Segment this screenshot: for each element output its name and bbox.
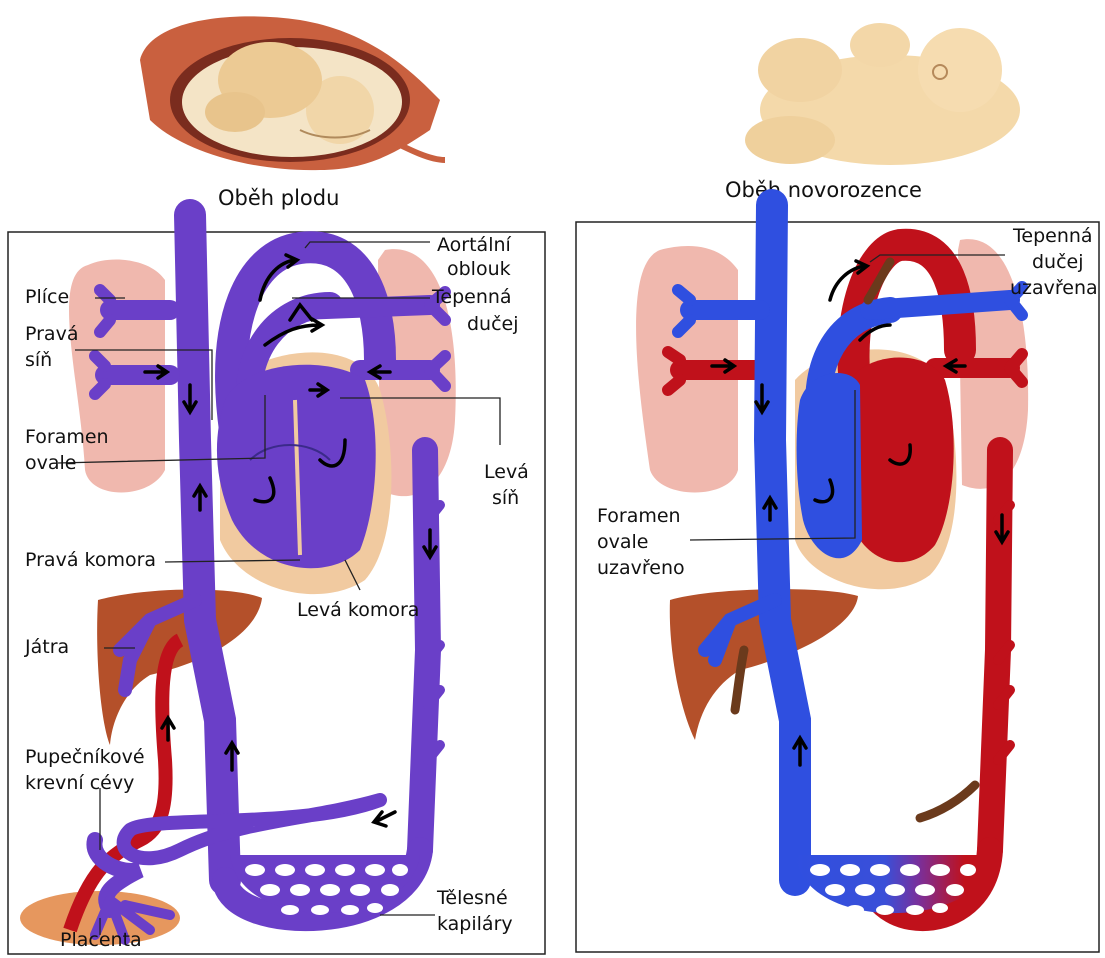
newborn-baby-illustration — [745, 23, 1020, 165]
pregnant-womb-illustration — [140, 16, 445, 170]
label-nb-foramen-1: Foramen — [597, 505, 681, 527]
label-left-atrium-1: Levá — [484, 461, 529, 483]
label-ductus-2: dučej — [467, 313, 519, 335]
label-aortic-arch-2: oblouk — [447, 258, 511, 280]
label-foramen-1: Foramen — [25, 426, 109, 448]
label-umbilical-1: Pupečníkové — [25, 746, 145, 768]
label-right-ventricle: Pravá komora — [25, 549, 156, 571]
label-nb-foramen-2: ovale — [597, 531, 648, 553]
fetal-circulation-title: Oběh plodu — [218, 186, 339, 210]
label-nb-ductus-1: Tepenná — [1012, 225, 1093, 247]
label-ductus-1: Tepenná — [431, 286, 512, 308]
label-right-atrium-2: síň — [25, 349, 52, 371]
label-nb-ductus-3: uzavřena — [1010, 277, 1098, 299]
label-umbilical-2: krevní cévy — [25, 772, 134, 794]
fetal-diagram: Aortální oblouk Tepenná dučej Plíce Prav… — [20, 215, 529, 951]
label-capillaries-1: Tělesné — [436, 887, 508, 909]
newborn-diagram: Tepenná dučej uzavřena Foramen ovale uza… — [597, 205, 1098, 918]
label-capillaries-2: kapiláry — [437, 913, 513, 935]
label-liver: Játra — [24, 636, 69, 658]
label-lungs: Plíce — [25, 286, 69, 308]
label-nb-foramen-3: uzavřeno — [597, 557, 685, 579]
label-left-atrium-2: síň — [492, 487, 519, 509]
label-nb-ductus-2: dučej — [1032, 251, 1084, 273]
newborn-heart-left — [850, 358, 954, 563]
label-left-ventricle: Levá komora — [297, 599, 419, 621]
newborn-circulation-title: Oběh novorozence — [725, 178, 922, 202]
label-aortic-arch-1: Aortální — [437, 234, 512, 256]
label-right-atrium-1: Pravá — [25, 323, 78, 345]
label-foramen-2: ovale — [25, 452, 76, 474]
label-placenta: Placenta — [60, 929, 142, 951]
